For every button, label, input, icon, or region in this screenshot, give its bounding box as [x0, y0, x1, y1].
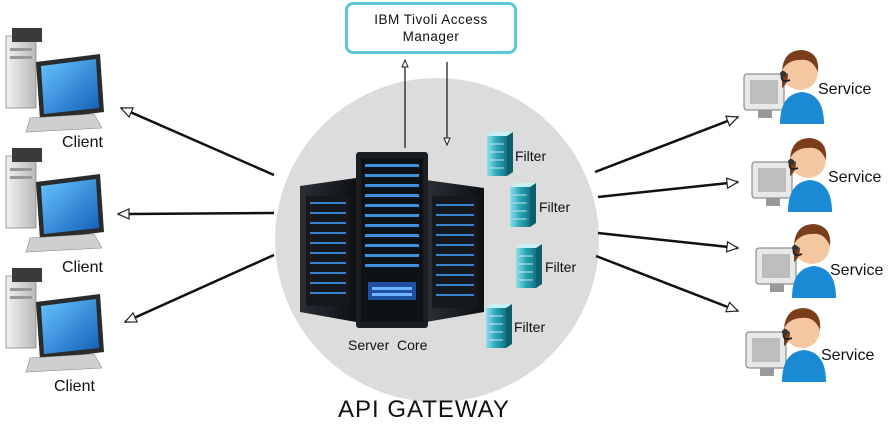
client-label: Client: [54, 378, 95, 395]
client-computer-icon: [5, 268, 104, 373]
filter-icon: [487, 132, 513, 176]
service-agent-icon: [755, 224, 836, 298]
server-core-racks: [300, 152, 484, 328]
service-arrow-2: [597, 177, 740, 199]
server-rack-icon: [356, 152, 428, 328]
client-label: Client: [62, 259, 103, 276]
gateway-title: API GATEWAY: [338, 396, 510, 423]
auth-manager-label: IBM Tivoli Access Manager: [374, 12, 488, 44]
auth-connectors: [401, 58, 451, 148]
client-arrow-1: [119, 106, 275, 177]
filter-label: Filter: [539, 199, 571, 215]
filter-label: Filter: [515, 148, 547, 164]
service-arrow-1: [594, 115, 740, 174]
filter-icon: [510, 183, 536, 227]
filter-icon: [516, 244, 542, 288]
server-core-label: Server Core: [348, 337, 428, 353]
service-agent-icon: [751, 138, 832, 212]
service-connectors: [594, 115, 740, 313]
service-agent-icon: [743, 50, 824, 124]
client-connectors: [116, 106, 275, 324]
service-arrow-3: [597, 231, 740, 253]
client-arrow-2: [116, 207, 275, 220]
filter-label: Filter: [514, 319, 546, 335]
client-label: Client: [62, 134, 103, 151]
filter-icon: [486, 304, 512, 348]
service-label: Service: [818, 81, 872, 98]
server-rack-icon: [426, 180, 484, 322]
auth-manager-box: IBM Tivoli Access Manager: [345, 2, 517, 54]
service-arrow-4: [595, 254, 740, 313]
service-label: Service: [828, 169, 882, 186]
filters: [486, 132, 542, 348]
service-label: Service: [830, 262, 884, 279]
service-label: Service: [821, 347, 875, 364]
service-agent-icon: [745, 308, 826, 382]
client-computer-icon: [5, 28, 104, 133]
client-computer-icon: [5, 148, 104, 253]
filter-label: Filter: [545, 259, 577, 275]
client-arrow-3: [123, 253, 275, 324]
server-rack-icon: [300, 178, 356, 322]
